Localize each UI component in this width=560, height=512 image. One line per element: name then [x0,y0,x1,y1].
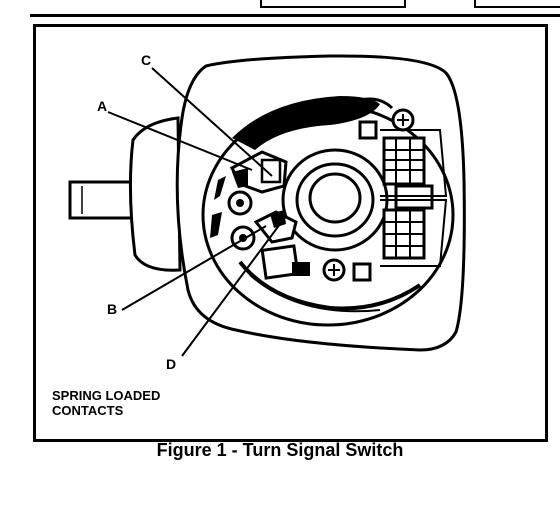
figure-caption: Figure 1 - Turn Signal Switch [156,440,404,460]
callout-d: D [166,356,177,372]
spring-loaded-contacts-note: SPRING LOADED CONTACTS [52,388,212,418]
leader-d [181,215,287,357]
cancel-cam [232,96,380,150]
leader-b [121,225,267,311]
leader-a [107,111,253,171]
header-tab-box-right [474,0,560,8]
screw-bottom [322,258,346,282]
callout-a: A [97,98,108,114]
center-hub-bore [308,172,362,224]
header-rule [30,14,560,17]
right-contact-stack [352,120,448,282]
note-line-1: SPRING LOADED [52,388,161,403]
header-tab-box [260,0,406,8]
lower-contact [253,210,298,244]
lever-shaft [68,180,142,220]
leader-lines [107,67,287,357]
screw-top-right [391,108,415,132]
figure-frame [33,24,548,442]
contact-block [260,244,310,280]
lever-boss [128,116,182,272]
callout-b: B [107,301,118,317]
leader-c [151,67,273,177]
note-line-2: CONTACTS [52,403,124,418]
callout-c: C [141,52,152,68]
lower-arc [238,260,422,311]
upper-contact [230,150,288,194]
